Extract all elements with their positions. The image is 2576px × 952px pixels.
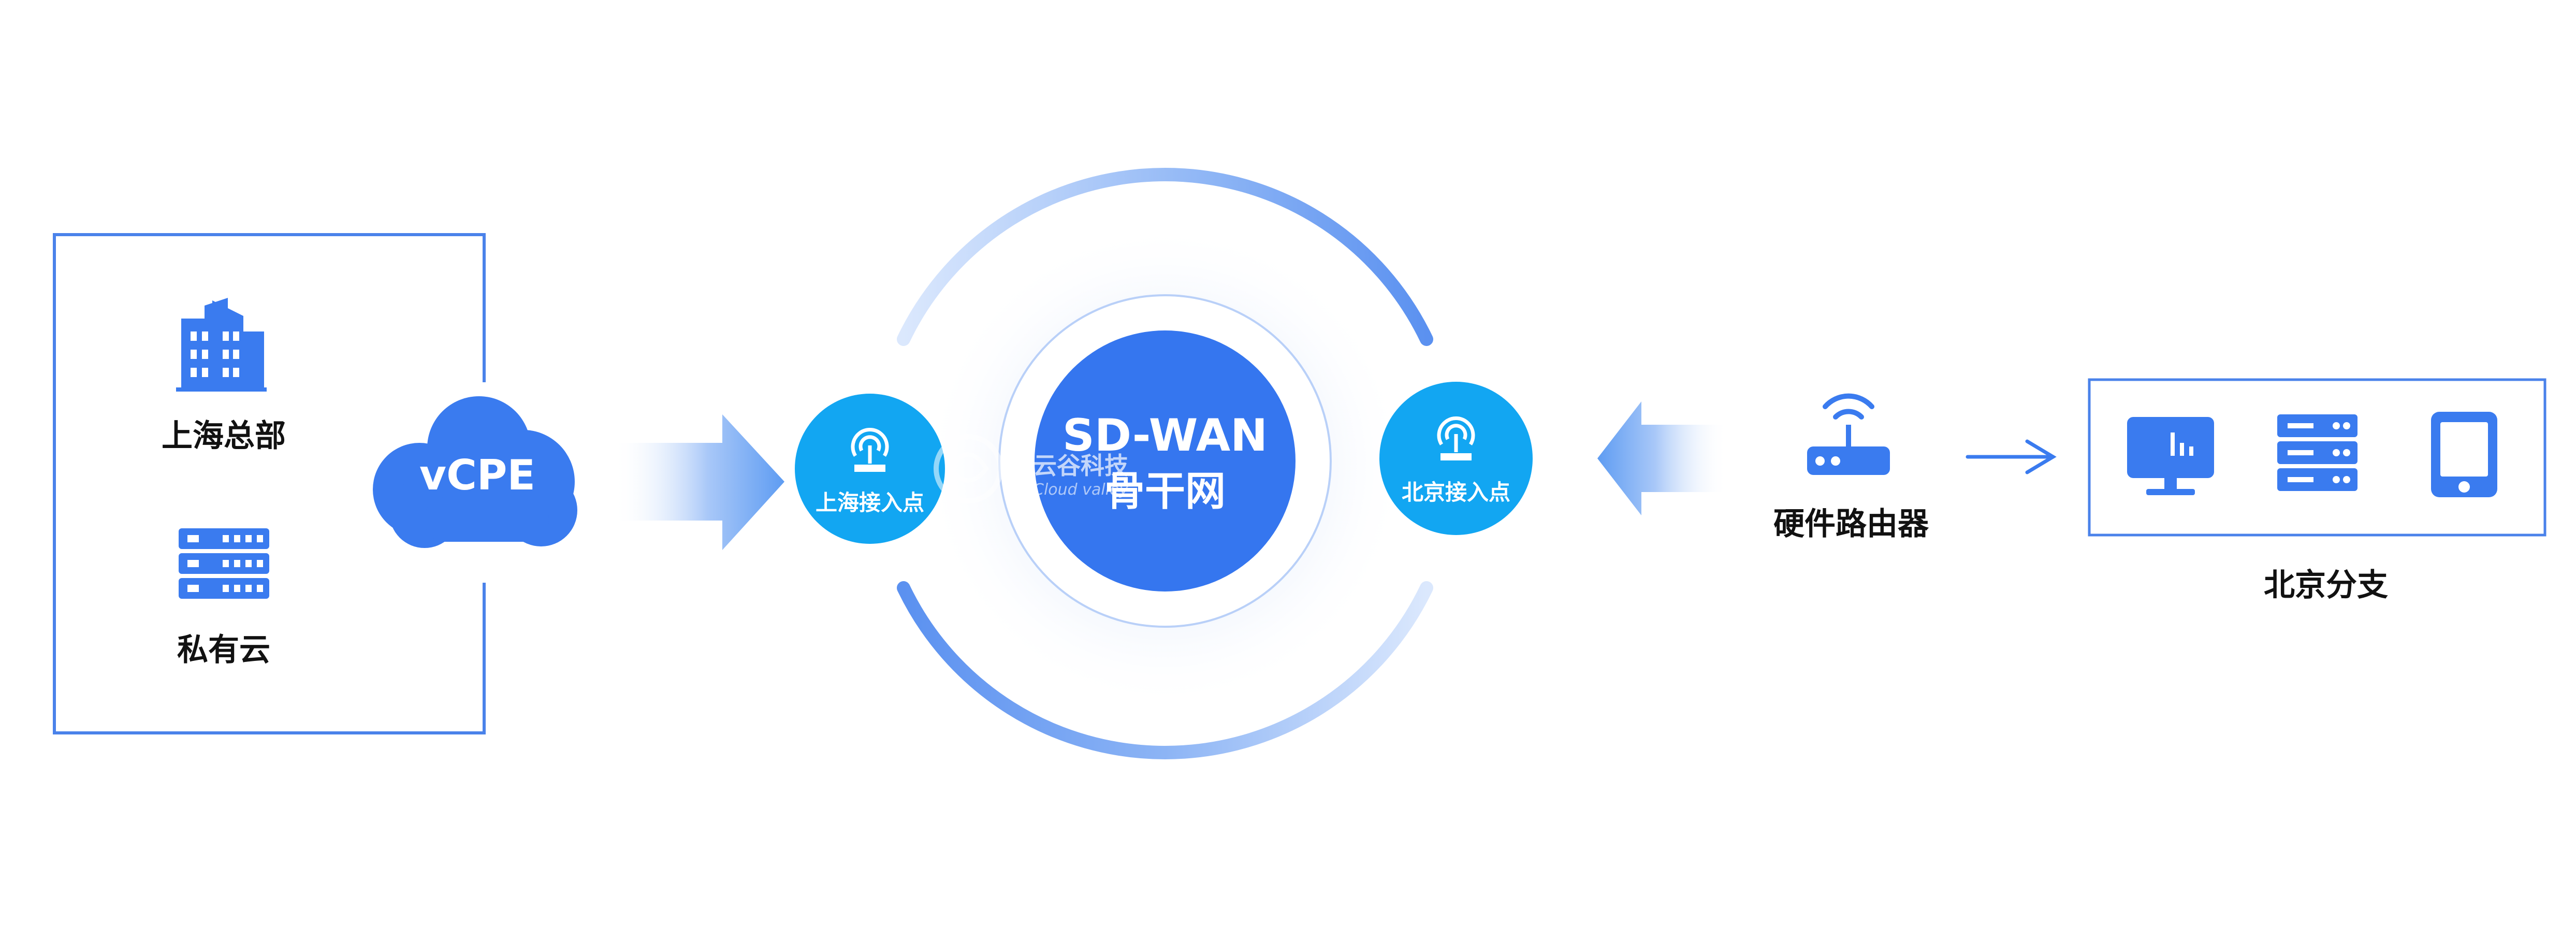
router-label: 硬件路由器 xyxy=(1773,506,1929,542)
arrow-right-icon xyxy=(1966,439,2057,474)
watermark-logo xyxy=(934,434,1003,503)
building-icon xyxy=(176,298,267,392)
watermark-subtext: Cloud valley xyxy=(1033,481,1129,499)
private-cloud-label: 私有云 xyxy=(177,632,270,668)
branch-frame xyxy=(2088,378,2546,537)
access-point-icon xyxy=(851,428,889,472)
monitor-icon xyxy=(2127,417,2214,495)
hq-label: 上海总部 xyxy=(162,418,286,454)
backbone-title: SD-WAN xyxy=(1063,410,1268,461)
hq-frame xyxy=(53,233,486,734)
arrow-to-backbone xyxy=(614,414,784,550)
wifi-router-icon xyxy=(1807,393,1890,475)
beijing-node-label: 北京接入点 xyxy=(1402,480,1510,505)
backbone-arc-top xyxy=(897,168,1433,346)
backbone-arc-bottom xyxy=(897,581,1433,759)
server-icon xyxy=(2277,414,2357,491)
cloud-icon xyxy=(373,396,577,548)
access-point-icon xyxy=(1437,416,1475,460)
backbone-subtitle: 骨干网 xyxy=(1104,468,1226,515)
arrow-to-beijing-node xyxy=(1597,401,1727,515)
vcpe-label: vCPE xyxy=(419,451,535,499)
watermark-text: 云谷科技 xyxy=(1033,452,1128,480)
backbone-core xyxy=(1035,330,1296,592)
shanghai-node-label: 上海接入点 xyxy=(816,490,924,515)
server-rack-icon xyxy=(179,528,269,599)
phone-icon xyxy=(2431,412,2497,497)
branch-label: 北京分支 xyxy=(2264,567,2388,603)
